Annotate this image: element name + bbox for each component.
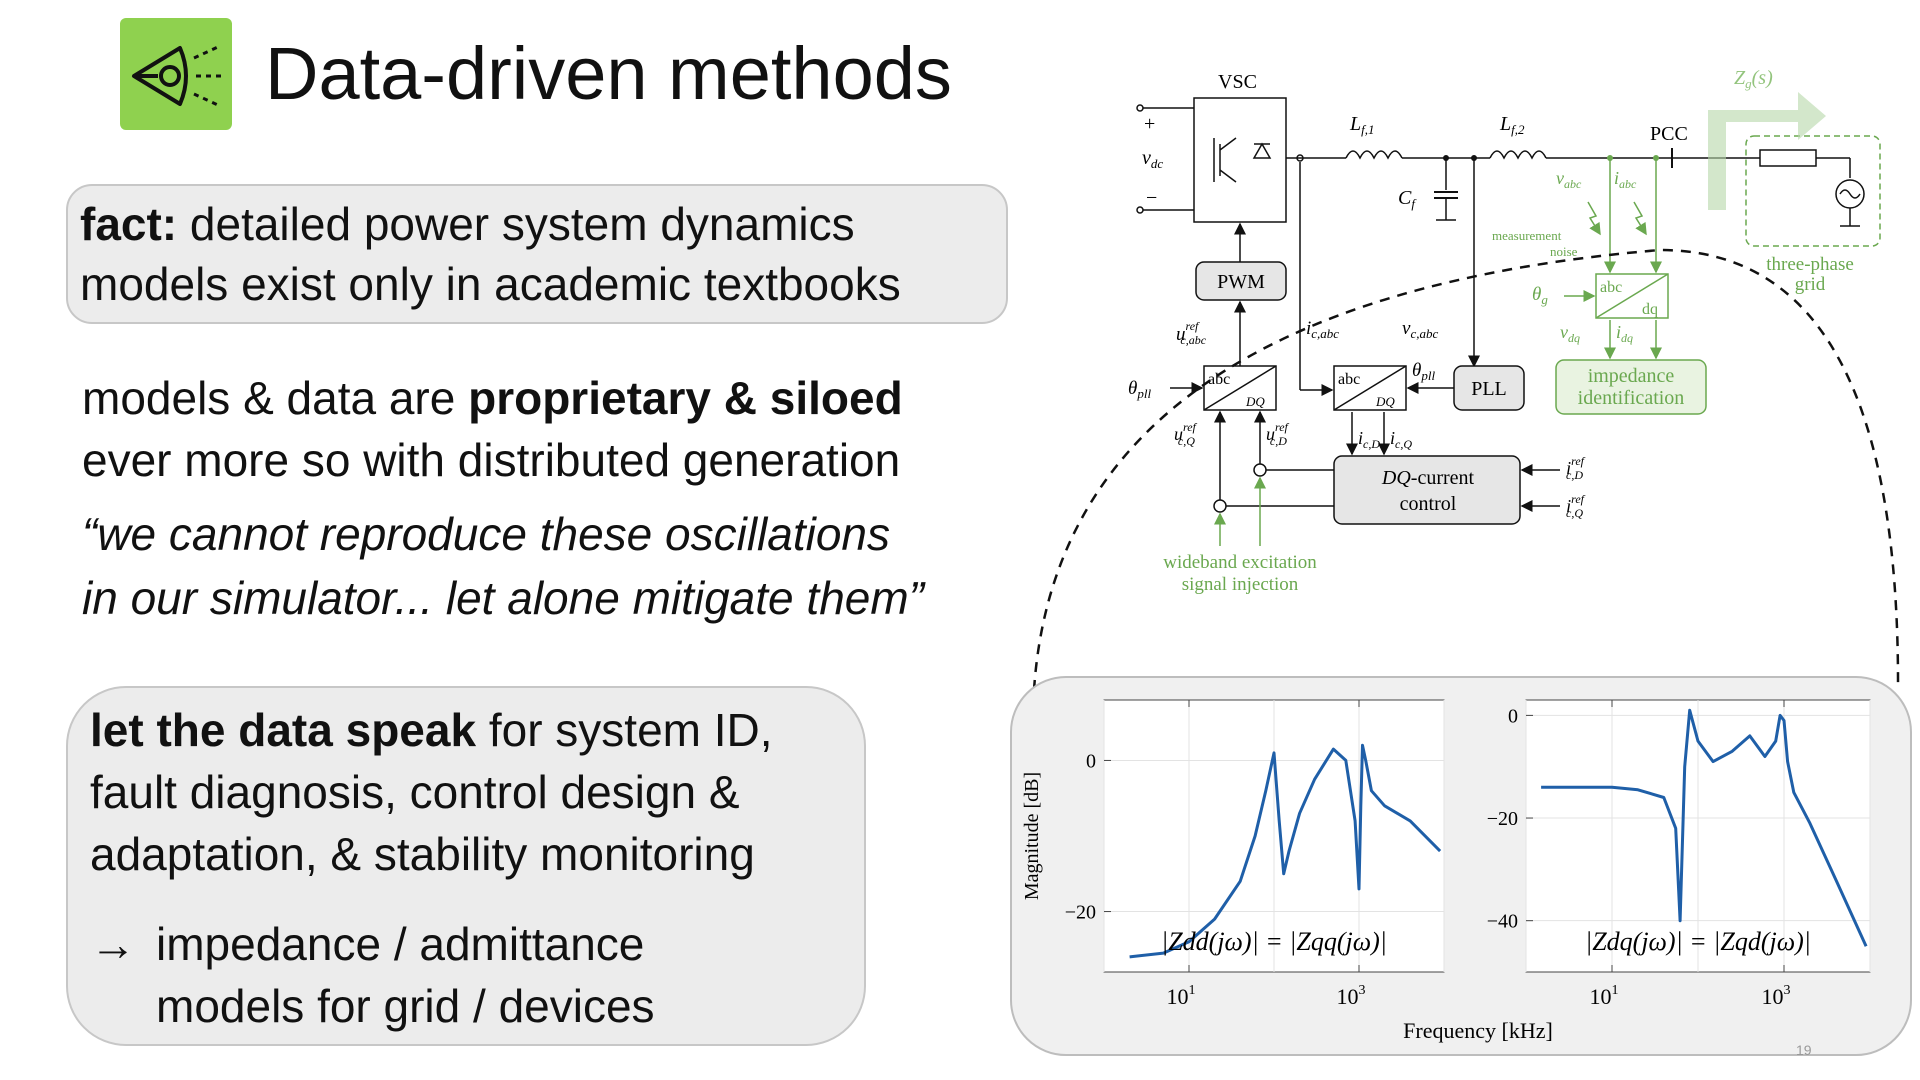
ic-D-label: ic,D — [1358, 428, 1380, 451]
fact-box: fact: detailed power system dynamics mod… — [66, 184, 1008, 324]
pll-label: PLL — [1471, 378, 1507, 400]
x-tick-label: 101 — [1167, 983, 1196, 1009]
y-axis-label: Magnitude [dB] — [1021, 772, 1043, 900]
slide-title: Data-driven methods — [265, 32, 952, 115]
inductor-lf2-icon — [1489, 150, 1547, 160]
inductor-lf1-icon — [1345, 150, 1403, 160]
quote-line-2: in our simulator... let alone mitigate t… — [82, 572, 924, 624]
i-abc-label: iabc — [1614, 168, 1637, 191]
theta-pll-left: θpll — [1128, 378, 1151, 401]
lf1-label: Lf,1 — [1349, 113, 1375, 137]
vc-abc-label: vc,abc — [1402, 318, 1438, 341]
y-tick-label: 0 — [1086, 750, 1096, 772]
x-axis-label: Frequency [kHz] — [1403, 1018, 1553, 1043]
middle-line-2: ever more so with distributed generation — [82, 434, 901, 486]
wideband-label-2: signal injection — [1182, 574, 1299, 595]
plus-label: + — [1144, 113, 1155, 135]
ctrl-label-1: DQ-current — [1381, 467, 1475, 489]
cf-label: Cf — [1398, 187, 1417, 211]
three-phase-label-1: three-phase — [1766, 254, 1854, 275]
data-line-1: let the data speak for system ID, — [90, 700, 773, 760]
theta-g-label: θg — [1532, 284, 1548, 307]
vsc-box — [1193, 97, 1287, 223]
data-line-2: fault diagnosis, control design & — [90, 766, 740, 818]
middle-line-1-bold: proprietary & siloed — [468, 372, 903, 424]
ctrl-label-2: control — [1400, 493, 1457, 515]
vdc-label: vdc — [1142, 147, 1163, 171]
fact-line-1: fact: detailed power system dynamics — [80, 194, 855, 254]
lf2-label: Lf,2 — [1499, 113, 1525, 137]
i-dq-label: idq — [1616, 322, 1633, 345]
zg-arrow — [1708, 92, 1826, 210]
zg-label: Zg(s) — [1734, 67, 1773, 91]
bode-plots: 0 −20 101 103 |Zdd(jω)| = |Zqq(jω)| Magnitude… — [1021, 699, 1871, 1043]
y-tick-label: −20 — [1487, 808, 1518, 830]
y-tick-label: 0 — [1508, 705, 1518, 727]
bullet-line-1: impedance / admittance — [156, 918, 645, 970]
data-line-1-rest: for system ID, — [476, 704, 773, 756]
plot-annotation: |Zdq(jω)| = |Zqd(jω)| — [1585, 927, 1811, 956]
data-line-3: adaptation, & stability monitoring — [90, 828, 755, 880]
x-tick-label: 101 — [1590, 983, 1619, 1009]
page-number: 19 — [1796, 1042, 1812, 1058]
circuit-diagram: + vdc − VSC Lf,1 Lf,2 PCC Cf three-phase… — [1128, 67, 1881, 595]
grid-resistor — [1759, 149, 1817, 167]
svg-text:abc: abc — [1208, 371, 1230, 388]
v-abc-label: vabc — [1556, 168, 1582, 191]
arrow-glyph: → — [90, 918, 136, 970]
data-box: let the data speak for system ID, fault … — [66, 686, 866, 1046]
title-icon — [120, 18, 232, 130]
fact-lead: fact: — [80, 198, 178, 250]
grid-dashed-box — [1745, 135, 1881, 247]
svg-text:dq: dq — [1642, 301, 1658, 318]
minus-label: − — [1146, 187, 1157, 209]
wideband-label-1: wideband excitation — [1163, 552, 1317, 573]
imp-id-label-2: identification — [1578, 387, 1685, 409]
eye-broadcast-icon — [132, 44, 224, 108]
theta-pll-mid: θpll — [1412, 360, 1435, 383]
meas-noise-label-2: noise — [1550, 244, 1578, 259]
igbt-icon — [1213, 137, 1272, 183]
v-dq-label: vdq — [1560, 322, 1580, 345]
quote-line-1: “we cannot reproduce these oscillations — [82, 508, 891, 560]
series-line — [1541, 708, 1868, 947]
svg-text:abc: abc — [1600, 279, 1622, 296]
middle-line-1: models & data are proprietary & siloed — [82, 368, 903, 428]
bullet-line-2: models for grid / devices — [156, 980, 655, 1032]
y-tick-label: −20 — [1065, 902, 1096, 924]
three-phase-label-2: grid — [1795, 274, 1826, 295]
vsc-label: VSC — [1218, 71, 1257, 93]
x-tick-label: 103 — [1762, 983, 1791, 1009]
svg-text:DQ: DQ — [1375, 394, 1395, 409]
fact-line-2: models exist only in academic textbooks — [80, 258, 901, 310]
pwm-label: PWM — [1217, 271, 1265, 293]
svg-text:DQ: DQ — [1245, 394, 1265, 409]
svg-text:abc: abc — [1338, 371, 1360, 388]
plot-annotation: |Zdd(jω)| = |Zqq(jω)| — [1161, 927, 1387, 956]
bode-plot-panel: 0 −20 101 103 |Zdd(jω)| = |Zqq(jω)| Magnitude… — [1010, 676, 1912, 1056]
data-lead: let the data speak — [90, 704, 477, 756]
middle-line-1-a: models & data are — [82, 372, 469, 424]
plot-zdd: 0 −20 101 103 |Zdd(jω)| = |Zqq(jω)| Magnitude… — [1021, 699, 1445, 1009]
y-tick-label: −40 — [1487, 911, 1518, 933]
fact-line-1-rest: detailed power system dynamics — [177, 198, 855, 250]
plot-zdq: 0 −20 −40 101 103 |Zdq(jω)| = |Zqd(jω)| — [1487, 699, 1871, 1009]
meas-noise-label-1: measurement — [1492, 228, 1562, 243]
ic-abc-label: ic,abc — [1306, 318, 1339, 341]
ic-Q-label: ic,Q — [1390, 428, 1412, 451]
pcc-label: PCC — [1650, 123, 1688, 145]
imp-id-label-1: impedance — [1588, 365, 1675, 387]
x-tick-label: 103 — [1337, 983, 1366, 1009]
series-line — [1129, 743, 1442, 959]
